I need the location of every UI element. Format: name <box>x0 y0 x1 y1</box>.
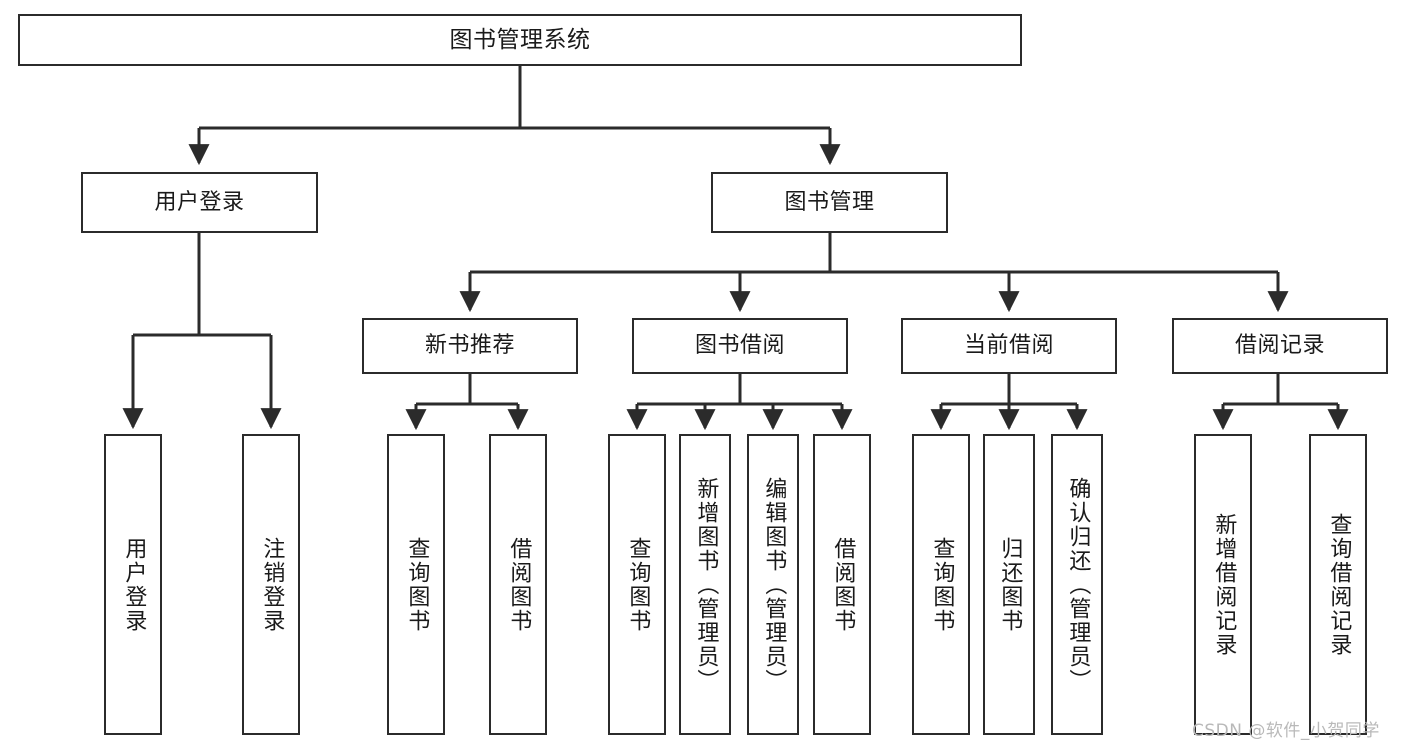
node-leaf-logout-label: 注销登录 <box>259 536 285 633</box>
node-leaf-query-book-1[interactable]: 查询图书 <box>387 434 445 735</box>
node-root[interactable]: 图书管理系统 <box>18 14 1022 66</box>
node-book-manage[interactable]: 图书管理 <box>711 172 948 233</box>
node-leaf-return-book[interactable]: 归还图书 <box>983 434 1035 735</box>
node-new-book-rec[interactable]: 新书推荐 <box>362 318 578 374</box>
node-leaf-borrow-book-2-label: 借阅图书 <box>830 536 856 633</box>
node-book-manage-label: 图书管理 <box>784 189 875 215</box>
node-book-borrow[interactable]: 图书借阅 <box>632 318 848 374</box>
node-leaf-confirm-return[interactable]: 确认归还（管理员） <box>1051 434 1103 735</box>
node-leaf-add-record-label: 新增借阅记录 <box>1211 512 1237 657</box>
node-leaf-query-book-3-label: 查询图书 <box>929 536 955 633</box>
node-borrow-record[interactable]: 借阅记录 <box>1172 318 1388 374</box>
node-leaf-add-book-label: 新增图书（管理员） <box>693 476 719 693</box>
node-leaf-user-login[interactable]: 用户登录 <box>104 434 162 735</box>
node-leaf-borrow-book-1[interactable]: 借阅图书 <box>489 434 547 735</box>
node-leaf-query-record-label: 查询借阅记录 <box>1326 512 1352 657</box>
node-user-login[interactable]: 用户登录 <box>81 172 318 233</box>
node-leaf-return-book-label: 归还图书 <box>997 536 1023 633</box>
node-book-borrow-label: 图书借阅 <box>694 333 785 359</box>
node-user-login-label: 用户登录 <box>154 189 245 215</box>
node-new-book-rec-label: 新书推荐 <box>424 333 515 359</box>
node-leaf-query-book-2[interactable]: 查询图书 <box>608 434 666 735</box>
node-current-borrow-label: 当前借阅 <box>963 333 1054 359</box>
node-leaf-add-record[interactable]: 新增借阅记录 <box>1194 434 1252 735</box>
node-leaf-edit-book[interactable]: 编辑图书（管理员） <box>747 434 799 735</box>
node-leaf-logout[interactable]: 注销登录 <box>242 434 300 735</box>
csdn-watermark: CSDN @软件_小贺同学 <box>1192 721 1380 741</box>
node-leaf-query-book-2-label: 查询图书 <box>625 536 651 633</box>
node-leaf-query-book-3[interactable]: 查询图书 <box>912 434 970 735</box>
node-leaf-user-login-label: 用户登录 <box>121 536 147 633</box>
node-leaf-borrow-book-1-label: 借阅图书 <box>506 536 532 633</box>
node-root-label: 图书管理系统 <box>449 26 591 53</box>
node-leaf-borrow-book-2[interactable]: 借阅图书 <box>813 434 871 735</box>
node-borrow-record-label: 借阅记录 <box>1234 333 1325 359</box>
node-leaf-query-record[interactable]: 查询借阅记录 <box>1309 434 1367 735</box>
node-leaf-add-book[interactable]: 新增图书（管理员） <box>679 434 731 735</box>
node-current-borrow[interactable]: 当前借阅 <box>901 318 1117 374</box>
node-leaf-edit-book-label: 编辑图书（管理员） <box>761 476 787 693</box>
node-leaf-confirm-return-label: 确认归还（管理员） <box>1065 476 1091 693</box>
node-leaf-query-book-1-label: 查询图书 <box>404 536 430 633</box>
